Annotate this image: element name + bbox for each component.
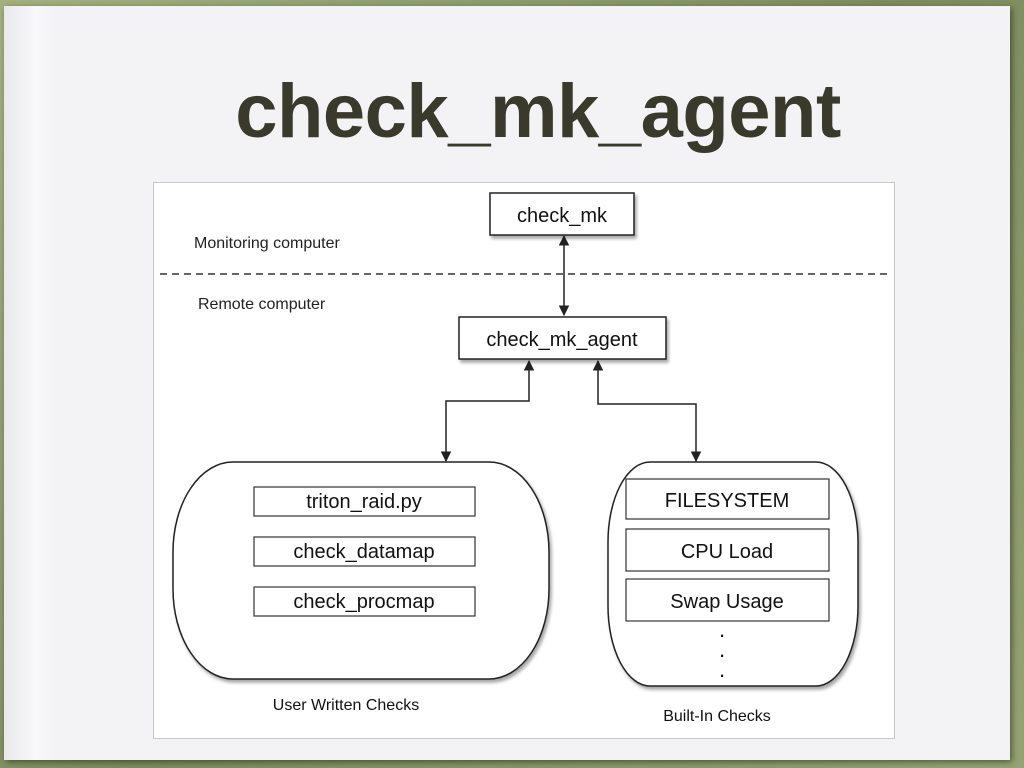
user-check-item: triton_raid.py [253, 486, 476, 517]
builtin-checks-caption: Built-In Checks [663, 708, 771, 725]
builtin-check-label: Swap Usage [670, 591, 783, 613]
check-mk-agent-node: check_mk_agent [458, 316, 667, 360]
check-mk-node: check_mk [489, 192, 635, 236]
builtin-check-item: Swap Usage [625, 578, 830, 622]
builtin-check-label: CPU Load [681, 541, 773, 563]
more-checks-dot: . [719, 657, 725, 682]
builtin-checks-group: FILESYSTEM CPU Load Swap Usage . . . Bui… [607, 461, 859, 725]
connector-agent-user-checks [440, 359, 535, 463]
user-check-item: check_datamap [253, 536, 476, 567]
user-check-label: check_procmap [293, 591, 434, 613]
user-check-label: triton_raid.py [306, 491, 422, 513]
builtin-check-item: CPU Load [625, 528, 830, 572]
check-mk-label: check_mk [517, 205, 608, 227]
check-mk-agent-label: check_mk_agent [486, 329, 638, 351]
user-checks-group: triton_raid.py check_datamap check_procm… [172, 461, 550, 714]
user-check-item: check_procmap [253, 586, 476, 617]
user-checks-caption: User Written Checks [273, 697, 419, 714]
monitoring-computer-label: Monitoring computer [194, 235, 341, 252]
architecture-diagram: Monitoring computer Remote computer chec… [153, 182, 895, 739]
builtin-check-item: FILESYSTEM [625, 478, 830, 520]
connector-agent-builtin-checks [592, 359, 702, 463]
slide-title: check_mk_agent [235, 69, 841, 154]
remote-computer-label: Remote computer [198, 296, 326, 313]
page-binding-shade [4, 6, 56, 760]
user-check-label: check_datamap [293, 541, 434, 563]
more-checks-dot: . [719, 637, 725, 662]
more-checks-dot: . [719, 617, 725, 642]
builtin-check-label: FILESYSTEM [665, 490, 789, 512]
